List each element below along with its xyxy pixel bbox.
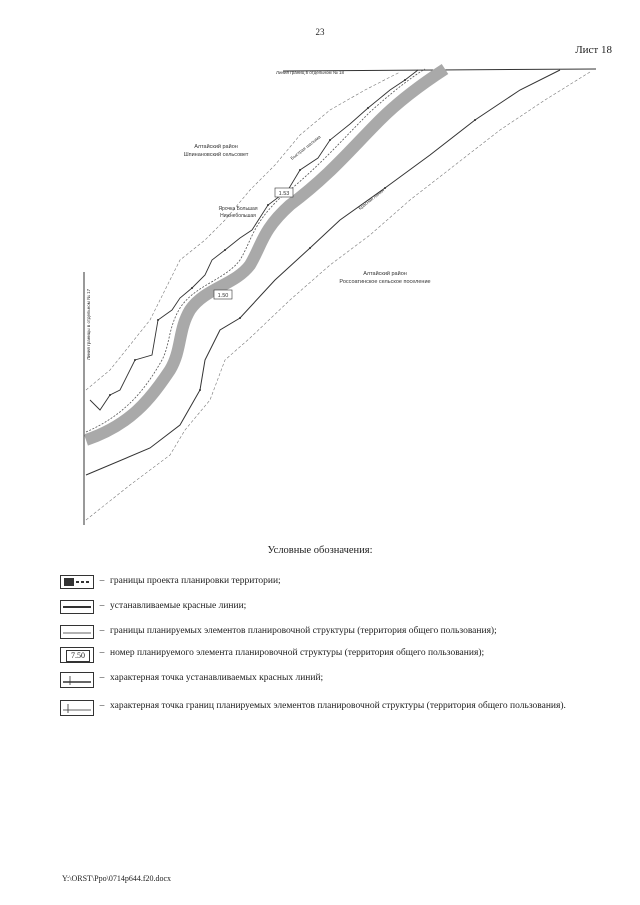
element-number-badge: 1.53 (274, 187, 294, 198)
legend-text: границы планируемых элементов планировоч… (110, 626, 497, 636)
legend-title: Условные обозначения: (267, 545, 373, 556)
legend-dash: – (99, 601, 105, 611)
label-planning-area: Ярочка Большая (218, 206, 257, 212)
element-number-badge-sample: 7.50 (66, 650, 90, 662)
legend-dash: – (99, 626, 105, 636)
legend-text: номер планируемого элемента планировочно… (110, 648, 485, 658)
red-line-icon (60, 600, 94, 614)
label-planning-area-sub: Нижнебольшая (220, 213, 256, 219)
legend-text: характерная точка устанавливаемых красны… (110, 673, 324, 683)
label-boundary-top: Линия границ в отдельном № 18 (276, 70, 344, 75)
red-line-upper (89, 69, 419, 411)
label-road: Красная линия (358, 187, 386, 210)
legend-item: 7.50 – номер планируемого элемента плани… (60, 647, 580, 663)
red-line-lower (85, 69, 561, 476)
label-district-south: Алтайский район (363, 270, 407, 277)
label-council-north: Шпинановский сельсовет (184, 151, 249, 158)
page-number: 23 (315, 27, 325, 37)
label-district-north: Алтайский район (194, 143, 238, 150)
element-number-icon: 7.50 (60, 647, 94, 663)
legend-dash: – (99, 648, 105, 658)
legend-item: – характерная точка устанавливаемых крас… (60, 672, 580, 688)
label-river: Быстрая шалыма (290, 134, 322, 161)
outer-boundary-south (85, 71, 591, 521)
legend-text: характерная точка границ планируемых эле… (110, 701, 566, 711)
outer-boundary-north (85, 71, 401, 391)
element-number-badge: 1.50 (213, 289, 233, 300)
project-boundary-icon (60, 575, 94, 589)
characteristic-points (109, 79, 476, 396)
legend-dash: – (99, 576, 105, 586)
legend-text: устанавливаемые красные линии; (110, 601, 247, 611)
svg-text:1.53: 1.53 (279, 191, 290, 197)
element-point-icon (60, 700, 94, 716)
legend-item: – характерная точка границ планируемых э… (60, 700, 580, 716)
river-band (84, 63, 449, 446)
red-line-point-icon (60, 672, 94, 688)
legend-dash: – (99, 701, 105, 711)
file-path-footer: Y:\ORST\Ppo\0714p644.f20.docx (62, 874, 172, 883)
sheet-label: Лист 18 (575, 44, 612, 56)
element-boundary-icon (60, 625, 94, 639)
legend-item: – границы проекта планировки территории; (60, 575, 580, 589)
svg-text:1.50: 1.50 (218, 293, 229, 299)
legend-dash: – (99, 673, 105, 683)
label-council-south: Россоатинское сельское поселение (339, 279, 430, 285)
legend-text: границы проекта планировки территории; (110, 576, 281, 586)
legend-item: – устанавливаемые красные линии; (60, 600, 580, 614)
planning-map: Алтайский район Шпинановский сельсовет Я… (83, 63, 597, 525)
legend-item: – границы планируемых элементов планиров… (60, 625, 580, 639)
label-boundary-left: Линия границы в отдельном № 17 (86, 288, 91, 360)
element-boundary-upper (85, 68, 426, 433)
